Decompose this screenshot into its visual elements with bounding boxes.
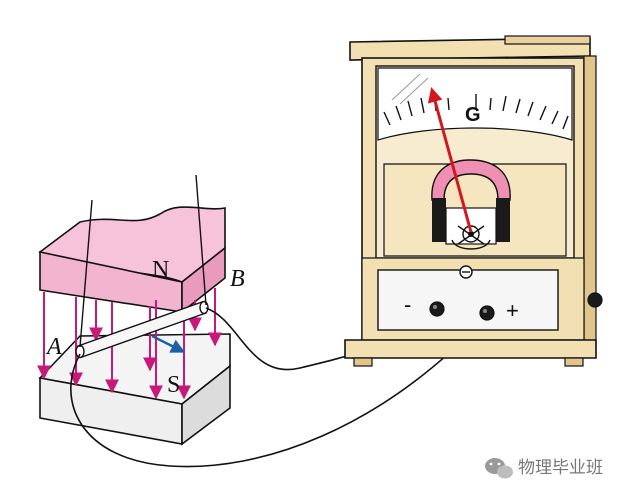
watermark: 物理毕业班	[485, 458, 603, 479]
needle	[427, 87, 473, 233]
south-magnet	[38, 333, 231, 446]
negative-terminal-label: -	[404, 292, 411, 317]
north-pole-label: N	[152, 257, 169, 283]
dial-face	[377, 67, 573, 141]
support-line-left	[79, 199, 93, 348]
wire-from-a	[70, 315, 488, 468]
south-pole-label: S	[167, 372, 180, 398]
negative-terminal[interactable]	[429, 301, 445, 317]
rod-end-b-label: B	[230, 266, 245, 292]
magnetic-field-lines	[37, 288, 222, 400]
support-line-right	[195, 174, 207, 306]
rod-end-a-label: A	[45, 334, 62, 360]
positive-terminal-label: +	[506, 298, 519, 323]
galvanometer-base	[344, 339, 597, 359]
dial-scale	[383, 93, 569, 130]
velocity-arrow	[151, 334, 186, 354]
positive-terminal[interactable]	[479, 305, 495, 321]
side-knob[interactable]	[587, 292, 603, 308]
galvanometer-label: G	[465, 104, 481, 126]
watermark-text: 物理毕业班	[518, 458, 603, 478]
galvanometer: G - +	[344, 35, 603, 367]
north-magnet	[38, 206, 226, 314]
wechat-icon	[485, 458, 513, 479]
terminal-panel	[377, 269, 559, 331]
